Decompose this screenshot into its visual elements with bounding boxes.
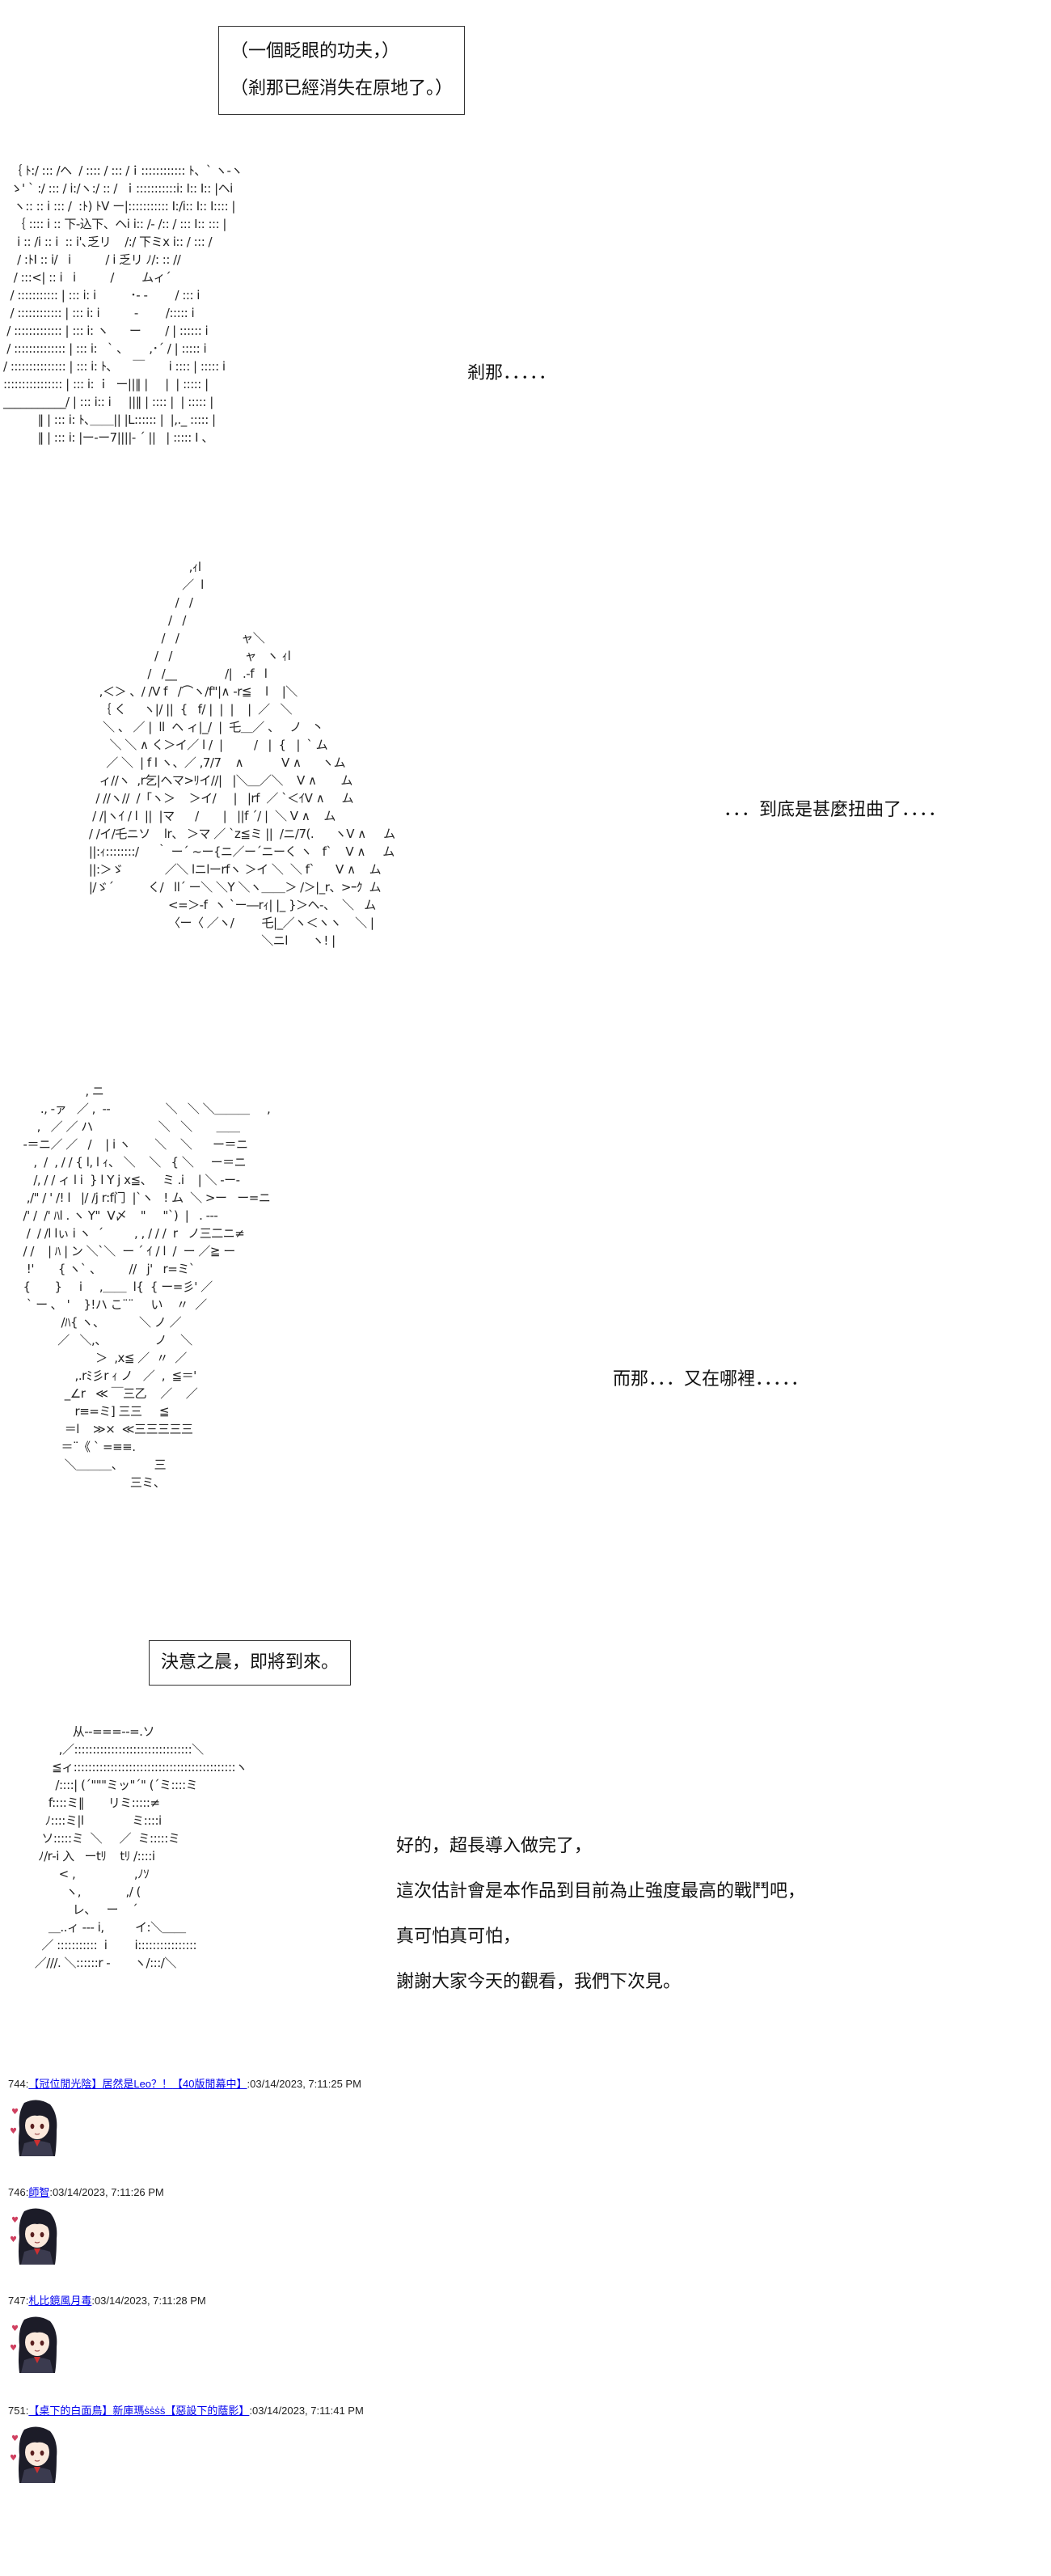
ascii-art-sword-figure: ,ｨl ／ l / / / / / / ャ＼ / [88,560,395,948]
scene2-caption: ．．．到底是甚麼扭曲了．．．． [724,800,947,820]
ending-line-1: 好的，超長導入做完了， [396,1836,593,1856]
ascii-art-character-2: , ニ ., -ァ ／ , -‐ ＼ ＼ ＼＿＿＿ , , ／ ／ ハ ＼ ＼ … [23,1084,271,1490]
comment-number: 751 [8,2405,26,2417]
comment-author-link[interactable]: 【冠位閒光陰】 [28,2078,103,2090]
comment-744: 744:【冠位閒光陰】居然是Leo？！【40版閒幕中】:03/14/2023, … [8,2077,978,2156]
comment-author-link[interactable]: 新庫瑪ṡṡṡṡ [112,2405,166,2417]
intro-caption-box: （一個眨眼的功夫，） （剎那已經消失在原地了。） [218,26,466,115]
comment-author-link[interactable]: 師智 [28,2186,50,2198]
resolve-caption-box: 決意之晨，即將到來。 [149,1640,352,1686]
ending-line-4: 謝謝大家今天的觀看，我們下次見。 [396,1972,682,1992]
svg-text:♥: ♥ [11,2324,19,2333]
avatar: ♥ ♥ [8,2206,66,2265]
comment-header: 746:師智:03/14/2023, 7:11:26 PM [8,2186,164,2198]
ending-line-3: 真可怕真可怕， [396,1927,521,1947]
comment-header: 751:【桌下的白面鳥】新庫瑪ṡṡṡṡ【惡設下的蔭影】:03/14/2023, … [8,2405,364,2417]
comment-timestamp: :03/14/2023, 7:11:25 PM [247,2078,361,2090]
intro-caption-line-2: （剎那已經消失在原地了。） [230,78,454,99]
scene1-caption: 剎那．．．．． [467,363,557,383]
avatar: ♥ ♥ [8,2425,66,2483]
comment-number: 744 [8,2078,26,2090]
svg-text:♥: ♥ [10,2454,17,2463]
ascii-art-character-1: ｛ ﾄ:/ ::: /ヘ / :::: / ::: /ｉ::::::::::::… [3,163,243,445]
comment-timestamp: :03/14/2023, 7:11:41 PM [249,2405,364,2417]
scene3-caption: 而那．．．又在哪裡．．．．． [613,1369,809,1390]
comment-header: 747:札比鏡風月毒:03/14/2023, 7:11:28 PM [8,2295,206,2307]
comment-author-link[interactable]: 【40版閒幕中】 [172,2078,247,2090]
ending-message: 好的，超長導入做完了， 這次估計會是本作品到目前為止強度最高的戰鬥吧， 真可怕真… [396,1824,805,2005]
avatar-image: ♥ ♥ [10,2208,57,2265]
avatar: ♥ ♥ [8,2098,66,2156]
svg-text:♥: ♥ [10,2127,17,2136]
comment-746: 746:師智:03/14/2023, 7:11:26 PM ♥ ♥ [8,2185,978,2265]
ascii-art-character-3: 从‐‐===‐‐=.ソ ,／::::::::::::::::::::::::::… [34,1724,247,1970]
comment-timestamp: :03/14/2023, 7:11:28 PM [91,2295,206,2307]
avatar: ♥ ♥ [8,2315,66,2373]
comment-author-link[interactable]: 札比鏡風月毒 [28,2295,92,2307]
avatar-image: ♥ ♥ [10,2316,57,2373]
intro-caption-line-1: （一個眨眼的功夫，） [230,41,400,61]
comment-header: 744:【冠位閒光陰】居然是Leo？！【40版閒幕中】:03/14/2023, … [8,2078,361,2090]
avatar-image: ♥ ♥ [10,2100,57,2156]
comment-747: 747:札比鏡風月毒:03/14/2023, 7:11:28 PM ♥ ♥ [8,2294,978,2373]
comment-author-link[interactable]: 【惡設下的蔭影】 [165,2405,250,2417]
comment-timestamp: :03/14/2023, 7:11:26 PM [49,2186,164,2198]
comment-number: 746 [8,2186,26,2198]
comment-751: 751:【桌下的白面鳥】新庫瑪ṡṡṡṡ【惡設下的蔭影】:03/14/2023, … [8,2404,978,2483]
comment-author-link[interactable]: 居然是Leo？！ [102,2078,173,2090]
svg-text:♥: ♥ [10,2344,17,2353]
comment-number: 747 [8,2295,26,2307]
ending-line-2: 這次估計會是本作品到目前為止強度最高的戰鬥吧， [396,1881,806,1901]
svg-text:♥: ♥ [11,2434,19,2443]
comment-author-link[interactable]: 【桌下的白面鳥】 [28,2405,113,2417]
avatar-image: ♥ ♥ [10,2426,57,2483]
svg-text:♥: ♥ [10,2235,17,2244]
svg-text:♥: ♥ [11,2216,19,2225]
svg-text:♥: ♥ [11,2108,19,2117]
